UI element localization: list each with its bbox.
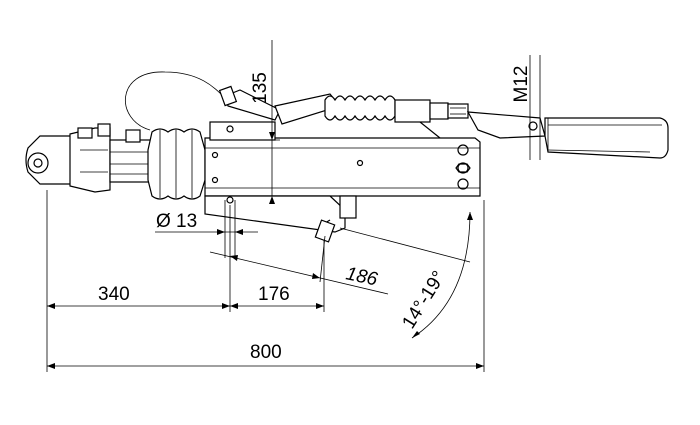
dimension-m12: M12 <box>511 55 541 160</box>
draw-tube <box>109 129 156 183</box>
dimension-m12-label: M12 <box>511 66 532 103</box>
dimension-135: 135 <box>240 40 280 204</box>
rubber-bellows <box>147 128 206 200</box>
dimension-800: 800 <box>47 200 485 372</box>
dimension-186-label: 186 <box>344 263 380 290</box>
dimension-176-label: 176 <box>258 284 290 305</box>
dimension-340-label: 340 <box>98 284 130 305</box>
dimension-800-label: 800 <box>250 342 282 363</box>
coupling-head <box>25 123 111 193</box>
brake-spring <box>324 95 396 121</box>
dimension-dia13-label: Ø 13 <box>156 211 197 232</box>
main-housing <box>204 121 481 243</box>
dimension-angle-label: 14°-19° <box>398 267 450 332</box>
dimension-135-label: 135 <box>250 72 271 104</box>
dimension-340-176: 340 176 <box>46 190 325 372</box>
brake-linkage <box>125 71 469 139</box>
handbrake-lever <box>466 111 669 159</box>
dimension-186: 186 <box>209 235 389 295</box>
dimension-dia13: Ø 13 <box>155 200 258 258</box>
